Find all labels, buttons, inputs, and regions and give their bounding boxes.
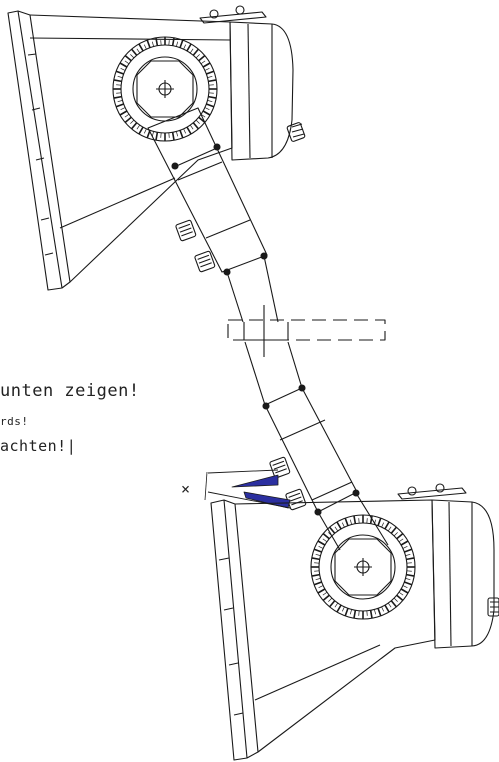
lower-arm-gland-1 xyxy=(269,456,291,479)
lower-cable-gland xyxy=(487,597,499,617)
mounting-plate xyxy=(227,305,386,357)
note-line-1: unten zeigen! xyxy=(0,381,140,401)
upper-tilt-scale xyxy=(112,36,218,142)
note-line-3: achten!| xyxy=(0,437,77,455)
lower-top-bracket xyxy=(397,487,467,500)
lower-rear-box xyxy=(431,499,495,649)
x-marker: × xyxy=(181,480,191,498)
upper-wedge xyxy=(231,474,279,488)
upper-front-frame xyxy=(7,10,63,291)
lower-tilt-scale xyxy=(310,514,416,620)
upper-arm xyxy=(147,107,279,323)
upper-arm-gland-2 xyxy=(194,250,216,273)
lower-front-frame xyxy=(210,499,248,761)
lower-housing xyxy=(234,499,436,753)
upper-rear-box xyxy=(229,21,294,161)
direction-wedges xyxy=(204,469,291,509)
upper-arm-gland-1 xyxy=(175,219,197,242)
upper-luminaire xyxy=(7,5,306,291)
lower-arm xyxy=(244,341,389,551)
lower-luminaire xyxy=(210,483,499,761)
note-line-2: rds! xyxy=(0,415,29,428)
